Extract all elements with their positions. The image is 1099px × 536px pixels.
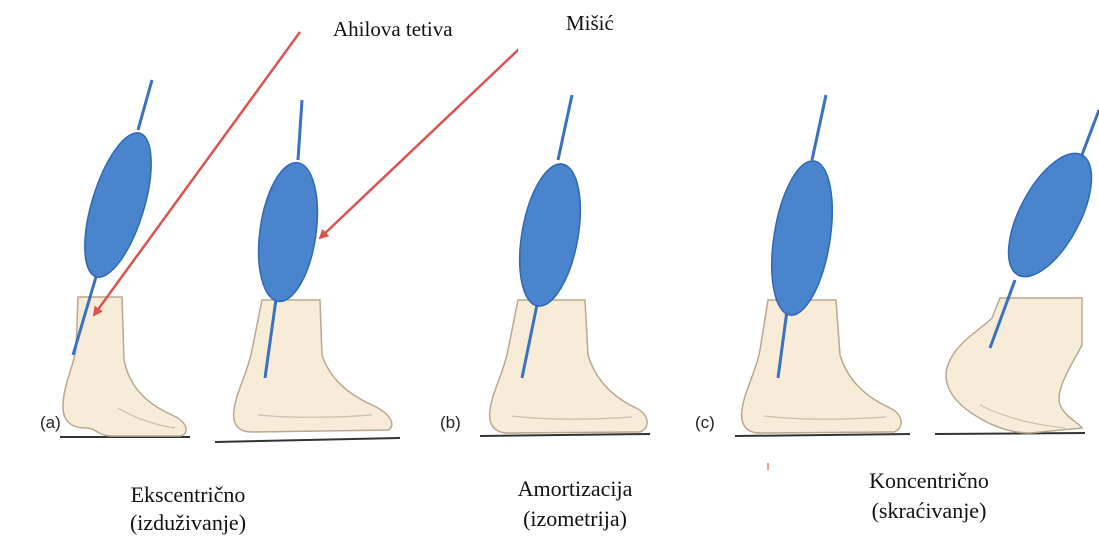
caption-concentric-title: Koncentrično	[869, 468, 989, 493]
caption-eccentric-subtitle: (izduživanje)	[130, 510, 246, 535]
foot-illustration	[490, 300, 647, 433]
muscle-belly	[762, 157, 842, 320]
caption-amortization-title: Amortizacija	[518, 476, 633, 501]
caption-concentric-subtitle: (skraćivanje)	[872, 498, 987, 523]
tendon-top	[138, 80, 152, 130]
tendon-top	[558, 95, 572, 160]
muscle-belly	[992, 141, 1099, 289]
muscle-pointer-arrow	[320, 32, 537, 238]
ground-line	[215, 438, 400, 442]
foot-illustration	[234, 300, 392, 432]
foot-illustration	[742, 300, 901, 433]
panel-tag: (b)	[440, 413, 461, 432]
caption-amortization-subtitle: (izometrija)	[523, 506, 627, 531]
foot-illustration	[946, 298, 1082, 433]
panel-a: (a)	[40, 80, 400, 442]
foot-illustration	[63, 297, 186, 436]
muscle-belly	[71, 126, 165, 285]
muscle-belly	[251, 159, 326, 305]
panel-tag: (c)	[695, 413, 715, 432]
panel-b: (b)	[440, 95, 650, 436]
panel-c: (c)	[695, 95, 1099, 470]
tendon-label: Ahilova tetiva	[333, 17, 453, 41]
muscle-belly	[510, 159, 590, 311]
panel-tag: (a)	[40, 413, 61, 432]
caption-eccentric-title: Ekscentrično	[131, 482, 246, 507]
tendon-top	[1080, 110, 1099, 160]
tendon-top	[298, 100, 302, 160]
ground-line	[480, 434, 650, 436]
ground-line	[735, 434, 910, 436]
muscle-label: Mišić	[566, 11, 614, 35]
tendon-top	[812, 95, 826, 160]
ground-line	[935, 433, 1085, 434]
